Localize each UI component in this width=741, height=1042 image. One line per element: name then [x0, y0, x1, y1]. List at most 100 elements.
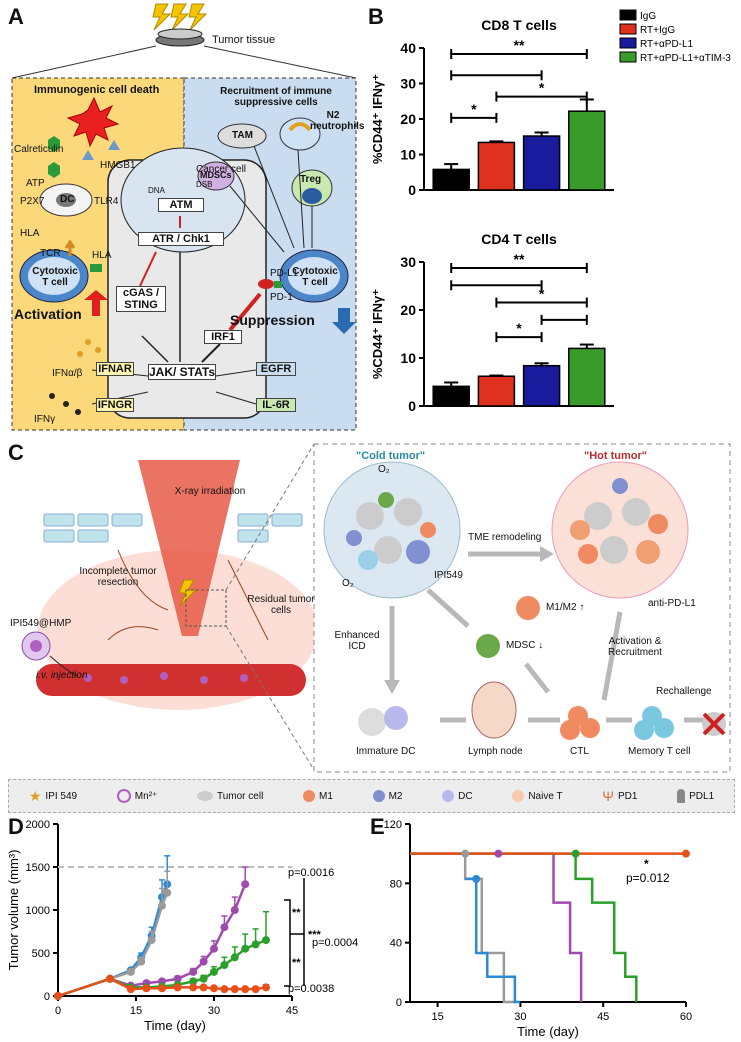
chart-title: CD8 T cells: [481, 17, 557, 33]
data-point: [199, 974, 208, 983]
ifnar-box: IFNAR: [96, 362, 134, 376]
tumor-tissue-label: Tumor tissue: [212, 34, 276, 46]
data-point: [142, 984, 151, 993]
memory-t-icon: [634, 706, 674, 740]
data-point: [210, 967, 218, 976]
dc-legend-icon: [442, 790, 455, 802]
xray-label: X-ray irradiation: [174, 486, 246, 497]
hla-label-1: HLA: [20, 228, 40, 239]
data-point: [220, 923, 229, 932]
anti-pdl1-label: anti-PD-L1: [648, 598, 696, 609]
enhanced-icd-label: Enhanced ICD: [334, 630, 380, 652]
data-point: [241, 985, 250, 994]
y-axis-label: %CD44⁺ IFNγ⁺: [370, 289, 385, 379]
legend-item-label: M1: [318, 790, 333, 802]
data-point: [163, 888, 172, 897]
treg-label: Treg: [300, 174, 322, 185]
x-tick-label: 45: [286, 1005, 298, 1017]
ctl-label: CTL: [570, 746, 589, 757]
legend-item-label: Tumor cell: [216, 790, 264, 802]
pdl1-icon: [677, 789, 686, 803]
y-tick-label: 120: [384, 819, 402, 831]
mdsc-icon: [476, 634, 500, 658]
hot-tumor-label: "Hot tumor": [584, 450, 647, 462]
legend-item-label: PD1: [617, 790, 638, 802]
bracket: [284, 899, 291, 987]
annotation: p=0.0004: [312, 937, 358, 949]
hla-label-2: HLA: [92, 250, 112, 261]
irf1-box: IRF1: [204, 330, 242, 344]
panel-label-a: A: [8, 4, 24, 29]
data-point: [147, 936, 156, 945]
series-line: [410, 852, 515, 1004]
x-tick-label: 15: [130, 1005, 142, 1017]
annotation: *: [644, 857, 649, 871]
mn-icon: [116, 789, 131, 803]
bracket: [290, 878, 305, 986]
m2-legend-icon: [372, 790, 385, 802]
egfr-box: EGFR: [256, 362, 296, 376]
data-point: [173, 974, 182, 983]
data-point: [137, 957, 146, 966]
panel-label-c: C: [8, 440, 24, 465]
recruit-title: Recruitment of immune suppressive cells: [220, 86, 332, 108]
legend-label: RT+IgG: [640, 25, 675, 36]
hmgb1-label: HMGB1: [100, 160, 136, 171]
dsb-label: DSB: [196, 180, 213, 189]
y-tick-label: 0: [396, 997, 402, 1009]
o2-label-1: O₂: [378, 464, 390, 475]
cgas-box: cGAS / STING: [116, 286, 166, 312]
ifngr-box: IFNGR: [96, 398, 134, 412]
legend-swatch: [619, 37, 637, 49]
activation-label: Activation: [14, 306, 82, 322]
y-tick-label: 1500: [26, 862, 50, 874]
x-tick-label: 15: [431, 1011, 443, 1023]
data-point: [189, 977, 198, 986]
legend-item-label: DC: [458, 790, 473, 802]
y-tick-label: 80: [390, 878, 402, 890]
series-line: [410, 852, 638, 1002]
tam-label: TAM: [232, 130, 253, 141]
data-point: [173, 983, 182, 992]
ctl-left-label: Cytotoxic T cell: [32, 266, 78, 288]
data-point: [241, 944, 250, 953]
ctl-right-label: Cytotoxic T cell: [292, 266, 338, 288]
panel-label-e: E: [370, 814, 385, 839]
xray-beam: [138, 460, 240, 636]
hot-tumor-cells: [570, 478, 668, 564]
mdsc-label: MDSC ↓: [506, 640, 544, 651]
bar: [432, 168, 470, 191]
significance-label: *: [471, 101, 477, 117]
data-point: [126, 967, 135, 976]
data-point: [230, 985, 239, 994]
y-tick-label: 30: [400, 254, 416, 270]
legend-swatch: [619, 9, 637, 21]
iv-label: i.v. injection: [36, 670, 88, 681]
series-line: [465, 877, 521, 1004]
ipi-hmp-label: IPI549@HMP: [10, 618, 72, 629]
bar: [568, 110, 606, 191]
y-axis-label: Tumor volume (mm³): [6, 850, 21, 971]
immature-dc-label: Immature DC: [356, 746, 416, 757]
panel-c-art: [21, 443, 731, 773]
y-tick-label: 20: [400, 302, 416, 318]
suppression-label: Suppression: [230, 312, 315, 328]
y-tick-label: 10: [400, 147, 416, 163]
y-tick-label: 0: [408, 182, 416, 198]
data-point: [220, 985, 229, 994]
significance-label: *: [539, 80, 545, 96]
calreticulin-label: Calreticulin: [14, 144, 64, 155]
panel-c: X-ray irradiation Incomplete tumor resec…: [8, 440, 735, 776]
legend-item-m2: M2: [372, 790, 402, 802]
legend-item-tumor: Tumor cell: [196, 790, 264, 802]
rechallenge-icon: [702, 712, 726, 736]
data-point: [106, 974, 114, 983]
y-tick-label: 0: [408, 398, 416, 414]
x-axis-label: Time (day): [144, 1018, 206, 1033]
dna-label: DNA: [148, 186, 165, 195]
data-point: [262, 983, 270, 992]
data-point: [189, 967, 198, 976]
